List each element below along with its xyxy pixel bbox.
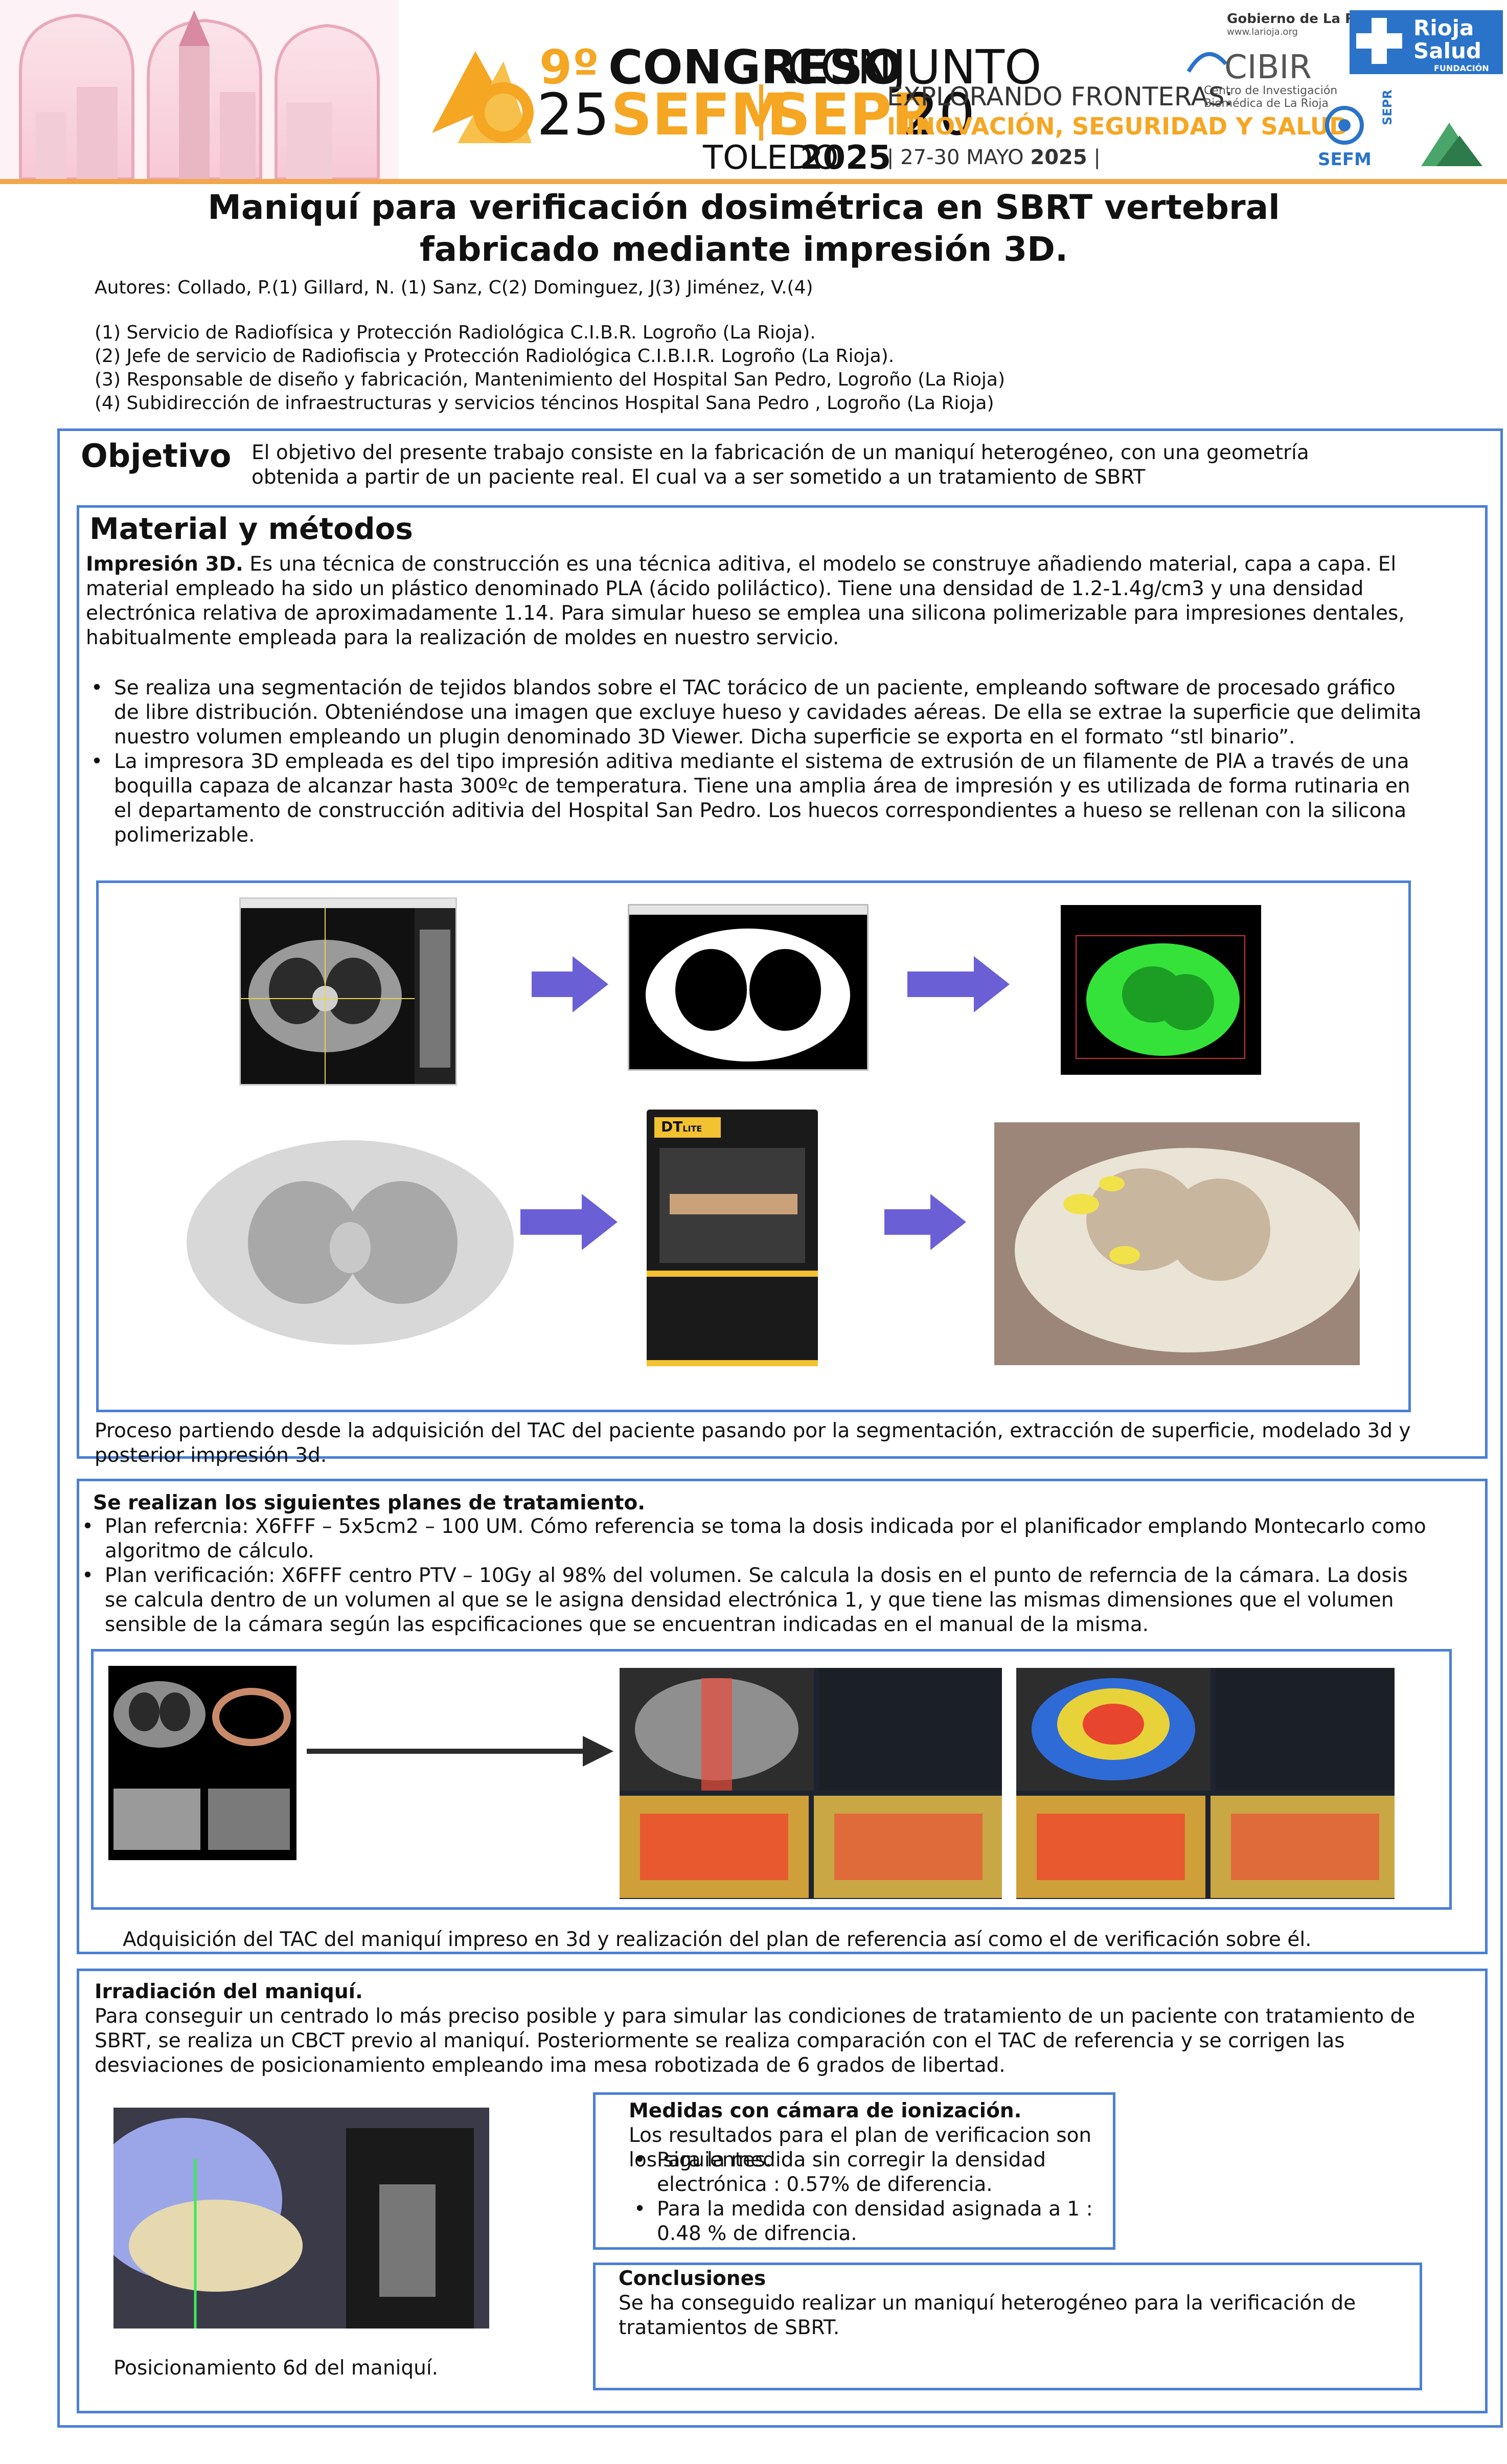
toledo-skyline-illustration <box>0 0 399 179</box>
sepr-logo-icon <box>1421 123 1482 166</box>
verification-plan-screenshot <box>1016 1668 1395 1899</box>
irradiacion-text: Para conseguir un centrado lo más precis… <box>95 2005 1415 2077</box>
medidas-bullets: Para la medida sin corregir la densidad … <box>629 2148 1099 2246</box>
sepr-logo: SEPR <box>1380 89 1395 125</box>
conclusiones-text: Se ha conseguido realizar un maniquí het… <box>619 2292 1356 2339</box>
segmentation-image <box>628 904 869 1071</box>
objetivo-text: El objetivo del presente trabajo consist… <box>252 441 1309 489</box>
list-item: Para la medida con densidad asignada a 1… <box>634 2197 1099 2246</box>
3d-printer-image: DTLITE <box>642 1107 823 1373</box>
sefm-logo-icon <box>1325 106 1364 145</box>
conjunto-word: CONJUNTO <box>787 40 1042 95</box>
affiliation: (3) Responsable de diseño y fabricación,… <box>95 369 1005 390</box>
affiliations-list: (1) Servicio de Radiofísica y Protección… <box>95 321 1005 415</box>
sepr-label: SEPR <box>769 82 936 148</box>
poster-title: Maniquí para verificación dosimétrica en… <box>208 188 1280 269</box>
3d-viewer-image <box>1061 905 1261 1075</box>
list-item: Para la medida sin corregir la densidad … <box>634 2148 1099 2197</box>
congress-word: CONGRESO <box>608 40 903 95</box>
list-item: Se realiza una segmentación de tejidos b… <box>91 676 1425 750</box>
cibir-subtitle-1: Centro de Investigación <box>1204 84 1338 97</box>
congress-emblem-icon <box>432 51 534 143</box>
cibir-arc-icon <box>1186 52 1227 73</box>
tagline-1: EXPLORANDO FRONTERAS: <box>887 82 1234 111</box>
affiliation: (2) Jefe de servicio de Radiofiscia y Pr… <box>95 346 895 367</box>
reference-plan-screenshot <box>620 1668 1002 1899</box>
irradiacion-heading: Irradiación del maniquí. <box>95 1980 363 2003</box>
medical-cross-icon <box>1356 18 1402 64</box>
tagline-2: INNOVACIÓN, SEGURIDAD Y SALUD <box>887 112 1349 140</box>
arrow-right-icon <box>307 1736 613 1767</box>
header-banner: 9º CONGRESO CONJUNTO 25 SEFM SEPR 20 TOL… <box>0 0 1507 182</box>
phantom-ct-image <box>108 1666 296 1860</box>
printed-phantom-photo <box>994 1122 1360 1365</box>
planes-heading: Se realizan los siguientes planes de tra… <box>93 1491 646 1514</box>
dates-label: | 27-30 MAYO 2025 | <box>887 146 1101 169</box>
congress-left-number: 25 <box>537 82 610 148</box>
affiliation: (1) Servicio de Radiofísica y Protección… <box>95 322 816 343</box>
material-heading: Material y métodos <box>89 511 413 546</box>
affiliation: (4) Subidirección de infraestructuras y … <box>95 393 994 414</box>
arrow-right-icon <box>520 1194 618 1250</box>
congress-number: 9º <box>539 40 600 95</box>
objetivo-heading: Objetivo <box>81 437 232 474</box>
sefm-sepr-divider <box>759 84 763 141</box>
surface-model-image <box>176 1125 519 1352</box>
sefm-logo: SEFM <box>1318 149 1372 170</box>
authors: Autores: Collado, P.(1) Gillard, N. (1) … <box>95 277 813 298</box>
header-divider <box>0 179 1507 184</box>
positioning-photo <box>113 2108 489 2329</box>
cibir-subtitle-2: Biomédica de La Rioja <box>1204 97 1329 110</box>
conclusiones-heading: Conclusiones <box>619 2267 766 2290</box>
arrow-right-icon <box>884 1194 966 1250</box>
year-label: 2025 <box>800 139 892 177</box>
gobierno-rioja-url: www.larioja.org <box>1227 27 1298 37</box>
sefm-label: SEFM <box>611 82 788 148</box>
arrow-right-icon <box>907 956 1010 1012</box>
rioja-salud-logo: Rioja Salud FUNDACIÓN <box>1350 10 1503 74</box>
list-item: Plan verificación: X6FFF centro PTV – 10… <box>82 1564 1431 1637</box>
list-item: Plan refercnia: X6FFF – 5x5cm2 – 100 UM.… <box>82 1514 1431 1564</box>
medidas-heading: Medidas con cámara de ionización. <box>629 2099 1022 2122</box>
arrow-right-icon <box>532 956 608 1012</box>
printer-brand: DTLITE <box>661 1118 702 1135</box>
city-label: TOLEDO <box>703 139 839 177</box>
process-caption: Proceso partiendo desde la adquisición d… <box>95 1419 1411 1467</box>
planes-bullets: Plan refercnia: X6FFF – 5x5cm2 – 100 UM.… <box>77 1514 1431 1637</box>
cibir-logo: CIBIR <box>1224 49 1312 86</box>
positioning-caption: Posicionamiento 6d del maniquí. <box>113 2357 439 2380</box>
list-item: La impresora 3D empleada es del tipo imp… <box>91 750 1425 848</box>
ct-scan-image <box>239 897 457 1086</box>
material-lead-paragraph: Impresión 3D. Es una técnica de construc… <box>86 553 1405 649</box>
plan-caption: Adquisición del TAC del maniquí impreso … <box>123 1928 1312 1951</box>
congress-right-number: 20 <box>902 82 975 148</box>
conclusiones-box <box>593 2263 1422 2390</box>
material-bullets: Se realiza una segmentación de tejidos b… <box>86 676 1425 848</box>
